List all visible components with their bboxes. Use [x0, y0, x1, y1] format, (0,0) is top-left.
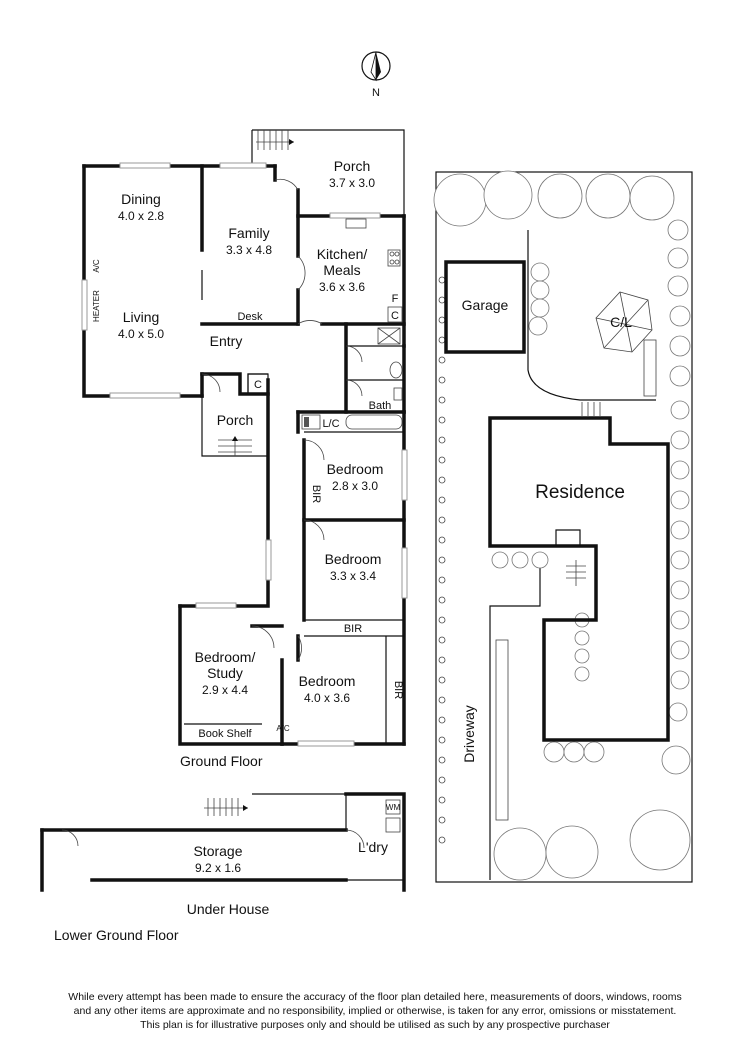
room-study-dims: 2.9 x 4.4: [202, 683, 248, 697]
ground-floor-title: Ground Floor: [180, 753, 263, 769]
trees-top: [433, 170, 675, 336]
lower-floor: Storage 9.2 x 1.6 L'dry WM Under House L…: [40, 792, 406, 943]
fixture-c-entry: C: [254, 379, 262, 391]
fixture-ac-bottom: A/C: [276, 724, 290, 733]
site-plan: Garage C/L Residence Driveway: [433, 170, 693, 883]
stairs-porch: [218, 436, 252, 456]
room-study-name-1: Bedroom/: [195, 649, 256, 665]
compass-label: N: [372, 87, 380, 99]
disclaimer: While every attempt has been made to ens…: [20, 990, 730, 1032]
room-kitchen-name-1: Kitchen/: [317, 246, 368, 262]
room-entry-name: Entry: [210, 333, 243, 349]
room-dining-dims: 4.0 x 2.8: [118, 209, 164, 223]
room-bedroom-3-name: Bedroom: [299, 673, 356, 689]
room-bedroom-2-dims: 3.3 x 3.4: [330, 569, 376, 583]
room-porch-top-dims: 3.7 x 3.0: [329, 176, 375, 190]
clothes-line: C/L: [595, 291, 657, 397]
room-bedroom-1-dims: 2.8 x 3.0: [332, 479, 378, 493]
disclaimer-line-1: While every attempt has been made to ens…: [68, 991, 682, 1003]
fixture-desk: Desk: [237, 311, 263, 323]
room-kitchen-dims: 3.6 x 3.6: [319, 280, 365, 294]
north-arrow-half-icon: [370, 51, 377, 82]
trees-bottom: [493, 741, 605, 881]
closet-entry: [247, 373, 269, 395]
door-swings: [201, 178, 363, 661]
windows: [81, 162, 408, 747]
fixture-f: F: [392, 293, 399, 305]
north-arrow-icon: [376, 52, 381, 80]
residence-label: Residence: [535, 482, 625, 503]
fixture-wm: WM: [386, 803, 401, 812]
site-boundary: [435, 171, 693, 883]
disclaimer-line-2: and any other items are approximate and …: [73, 1005, 677, 1017]
compass: N: [361, 51, 391, 99]
garage-label: Garage: [462, 297, 509, 313]
room-living-dims: 4.0 x 5.0: [118, 327, 164, 341]
driveway-label: Driveway: [461, 705, 477, 763]
room-porch-top-name: Porch: [334, 158, 371, 174]
fixture-ac-living: A/C: [92, 259, 101, 273]
room-family-dims: 3.3 x 4.8: [226, 243, 272, 257]
fixture-book-shelf: Book Shelf: [198, 728, 252, 740]
room-storage-dims: 9.2 x 1.6: [195, 861, 241, 875]
disclaimer-line-3: This plan is for illustrative purposes o…: [140, 1019, 610, 1031]
fixture-bir-3: BIR: [392, 681, 404, 699]
room-bedroom-1-name: Bedroom: [327, 461, 384, 477]
room-living-name: Living: [123, 309, 160, 325]
room-bath-name: Bath: [369, 400, 392, 412]
fixture-c-kitchen: C: [391, 310, 399, 322]
clothes-line-label: C/L: [610, 314, 632, 330]
room-dining-name: Dining: [121, 191, 161, 207]
room-bedroom-2-name: Bedroom: [325, 551, 382, 567]
fixture-bir-2: BIR: [344, 623, 362, 635]
fixture-bir-1: BIR: [310, 485, 322, 503]
lower-floor-title: Lower Ground Floor: [54, 927, 179, 943]
room-family-name: Family: [228, 225, 269, 241]
garden-strip: [489, 551, 590, 880]
driveway-pavers: [438, 276, 446, 844]
bath-fixtures: [301, 327, 403, 430]
fixture-lc: L/C: [322, 418, 339, 430]
stairs-top: [256, 130, 294, 150]
room-kitchen-name-2: Meals: [323, 262, 360, 278]
room-storage-name: Storage: [193, 843, 242, 859]
room-porch-entry-name: Porch: [217, 412, 254, 428]
under-house-label: Under House: [187, 901, 270, 917]
residence-outline: [488, 416, 670, 742]
kitchen-fixtures: [345, 218, 403, 323]
trees-right: [629, 219, 691, 871]
fixture-heater: HEATER: [92, 290, 101, 322]
ground-floor-labels: Dining 4.0 x 2.8 Family 3.3 x 4.8 Porch …: [92, 158, 404, 769]
garage-outline: [444, 260, 526, 354]
room-study-name-2: Study: [207, 665, 243, 681]
room-laundry-name: L'dry: [358, 839, 388, 855]
room-bedroom-3-dims: 4.0 x 3.6: [304, 691, 350, 705]
garden-path: [527, 230, 656, 401]
